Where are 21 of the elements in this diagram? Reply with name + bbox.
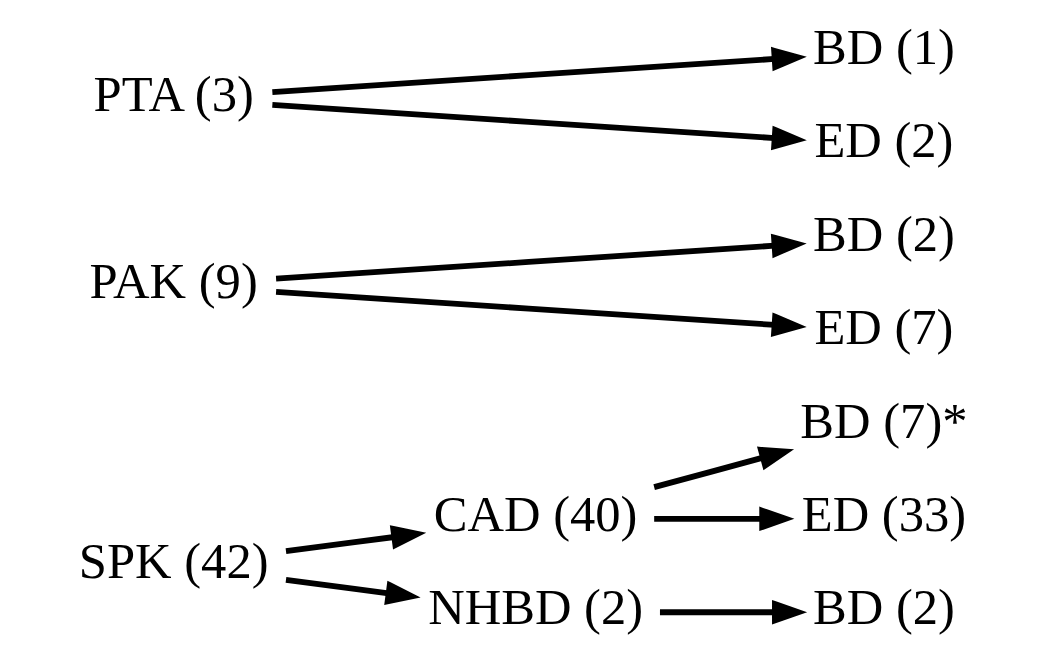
arrow: [271, 101, 807, 151]
node-text: ED (7): [813, 299, 953, 356]
node-text: ED (2): [813, 112, 953, 169]
node-text: PTA (3): [93, 65, 254, 122]
arrow: [652, 446, 794, 490]
node-text: NHBD (2): [427, 579, 643, 636]
node-text: ED (33): [801, 486, 966, 543]
node-text: BD (7)*: [799, 392, 968, 449]
arrow: [275, 289, 807, 337]
node-text: SPK (42): [78, 532, 269, 589]
node-text: BD (2): [812, 205, 955, 262]
arrow: [285, 577, 421, 606]
arrow: [285, 525, 426, 554]
node-text: BD (2): [812, 579, 955, 636]
arrow: [275, 233, 807, 282]
arrow: [653, 506, 794, 532]
node-text: PAK (9): [89, 252, 258, 309]
node-text: BD (1): [812, 19, 955, 76]
arrow: [271, 46, 807, 95]
arrow: [659, 599, 807, 625]
node-text: CAD (40): [433, 486, 637, 543]
